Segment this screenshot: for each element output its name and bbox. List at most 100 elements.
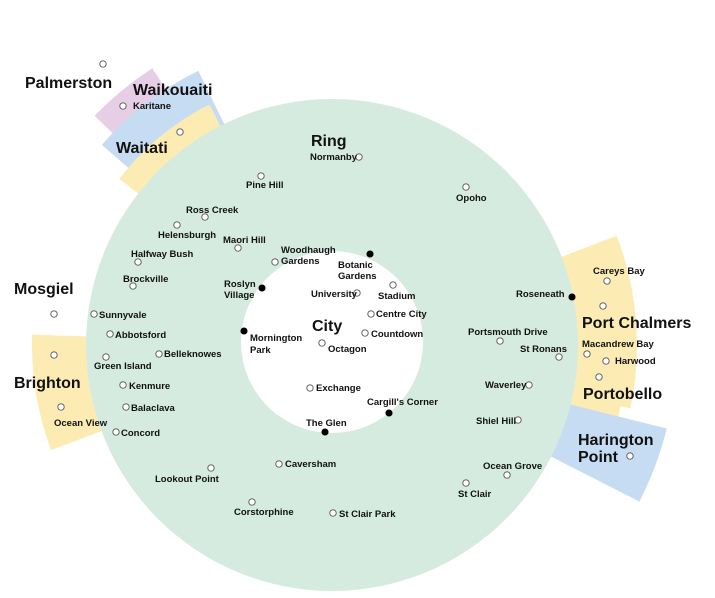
macandrew-bay-stop xyxy=(583,350,591,358)
stop-label-corstorphine: Corstorphine xyxy=(234,507,294,518)
waverley-stop xyxy=(525,381,533,389)
port-chalmers-stop xyxy=(599,302,607,310)
brockville-stop xyxy=(129,282,137,290)
zone-label-harington-point-line1: Harington xyxy=(578,432,654,449)
city-zone-area xyxy=(241,251,423,433)
stop-label-abbotsford: Abbotsford xyxy=(115,330,166,341)
waitati-stop xyxy=(176,128,184,136)
mosgiel-stop xyxy=(50,310,58,318)
stop-label-stadium: Stadium xyxy=(378,291,415,302)
stop-label-brockville: Brockville xyxy=(123,274,168,285)
stop-markers xyxy=(50,60,634,517)
brighton-stop xyxy=(50,351,58,359)
stop-label-portsmouth-drive: Portsmouth Drive xyxy=(468,327,548,338)
roslyn-village-stop xyxy=(258,284,266,292)
stop-label-roslyn-1: Roslyn xyxy=(224,279,256,290)
harwood-stop xyxy=(602,357,610,365)
stop-label-helensburgh: Helensburgh xyxy=(158,230,216,241)
stop-label-shiel-hill: Shiel Hill xyxy=(476,416,516,427)
stop-label-pine-hill: Pine Hill xyxy=(246,180,283,191)
abbotsford-stop xyxy=(106,330,114,338)
stop-label-st-clair: St Clair xyxy=(458,489,492,500)
st-ronans-stop xyxy=(555,353,563,361)
stop-label-botanic-1: Botanic xyxy=(338,260,373,271)
stop-label-st-ronans: St Ronans xyxy=(520,344,567,355)
zone-label-ring: Ring xyxy=(311,133,347,150)
concord-stop xyxy=(112,428,120,436)
caversham-stop xyxy=(275,460,283,468)
stop-label-st-clair-park: St Clair Park xyxy=(339,509,396,520)
octagon-stop xyxy=(318,339,326,347)
lookout-point-stop xyxy=(207,464,215,472)
stop-label-balaclava: Balaclava xyxy=(131,403,176,414)
zone-label-waikouaiti: Waikouaiti xyxy=(133,82,212,99)
zone-label-waitati: Waitati xyxy=(116,140,168,157)
ross-creek-stop xyxy=(201,213,209,221)
cargills-corner-stop xyxy=(385,409,393,417)
stop-label-botanic-2: Gardens xyxy=(338,271,377,282)
stop-label-woodhaugh-2: Gardens xyxy=(281,256,320,267)
stop-label-the-glen: The Glen xyxy=(306,418,347,429)
stop-label-ocean-view: Ocean View xyxy=(54,418,108,429)
stop-label-mornington-1: Mornington xyxy=(250,333,302,344)
helensburgh-stop xyxy=(173,221,181,229)
karitane-stop xyxy=(119,102,127,110)
stop-label-green-island: Green Island xyxy=(94,361,152,372)
stop-label-kenmure: Kenmure xyxy=(129,381,170,392)
stop-label-harwood: Harwood xyxy=(615,356,656,367)
stop-label-exchange: Exchange xyxy=(316,383,361,394)
zone-label-port-chalmers: Port Chalmers xyxy=(582,315,691,332)
stop-label-careys-bay: Careys Bay xyxy=(593,266,645,277)
stop-label-centre-city: Centre City xyxy=(376,309,427,320)
st-clair-park-stop xyxy=(329,509,337,517)
zone-label-city: City xyxy=(312,318,342,335)
stop-label-university: University xyxy=(311,289,358,300)
zone-label-harington-point-line2: Point xyxy=(578,449,619,466)
normanby-stop xyxy=(355,153,363,161)
stop-labels: Normanby Pine Hill Opoho Ross Creek Hele… xyxy=(54,101,656,520)
stop-label-caversham: Caversham xyxy=(285,459,336,470)
portobello-stop xyxy=(595,373,603,381)
stop-label-maori-hill: Maori Hill xyxy=(223,235,266,246)
stop-label-macandrew-bay: Macandrew Bay xyxy=(582,339,655,350)
stop-label-waverley: Waverley xyxy=(485,380,527,391)
sunnyvale-stop xyxy=(90,310,98,318)
belleknowes-stop xyxy=(155,350,163,358)
stop-label-opoho: Opoho xyxy=(456,193,487,204)
stop-label-ross-creek: Ross Creek xyxy=(186,205,239,216)
stop-label-roslyn-2: Village xyxy=(224,290,254,301)
stop-label-octagon: Octagon xyxy=(328,344,367,355)
shiel-hill-stop xyxy=(514,416,522,424)
careys-bay-stop xyxy=(603,277,611,285)
stadium-stop xyxy=(389,281,397,289)
stop-label-concord: Concord xyxy=(121,428,160,439)
centre-city-stop xyxy=(367,310,375,318)
palmerston-stop xyxy=(99,60,107,68)
stop-label-ocean-grove: Ocean Grove xyxy=(483,461,542,472)
university-stop xyxy=(353,289,361,297)
opoho-stop xyxy=(462,183,470,191)
stop-label-countdown: Countdown xyxy=(371,329,423,340)
portsmouth-drive-stop xyxy=(496,337,504,345)
ocean-view-stop xyxy=(57,403,65,411)
mornington-park-stop xyxy=(240,327,248,335)
stop-label-mornington-2: Park xyxy=(250,345,271,356)
maori-hill-stop xyxy=(234,244,242,252)
balaclava-stop xyxy=(122,403,130,411)
countdown-stop xyxy=(361,329,369,337)
stop-label-woodhaugh-1: Woodhaugh xyxy=(281,245,336,256)
pine-hill-stop xyxy=(257,172,265,180)
botanic-gardens-stop xyxy=(366,250,374,258)
zone-label-palmerston: Palmerston xyxy=(25,75,112,92)
kenmure-stop xyxy=(119,381,127,389)
stop-label-belleknowes: Belleknowes xyxy=(164,349,222,360)
zone-label-portobello: Portobello xyxy=(583,386,662,403)
exchange-stop xyxy=(306,384,314,392)
zone-label-mosgiel: Mosgiel xyxy=(14,281,74,298)
woodhaugh-gardens-stop xyxy=(271,258,279,266)
ocean-grove-stop xyxy=(503,471,511,479)
zone-label-brighton: Brighton xyxy=(14,375,81,392)
stop-label-normanby: Normanby xyxy=(310,152,358,163)
stop-label-sunnyvale: Sunnyvale xyxy=(99,310,147,321)
